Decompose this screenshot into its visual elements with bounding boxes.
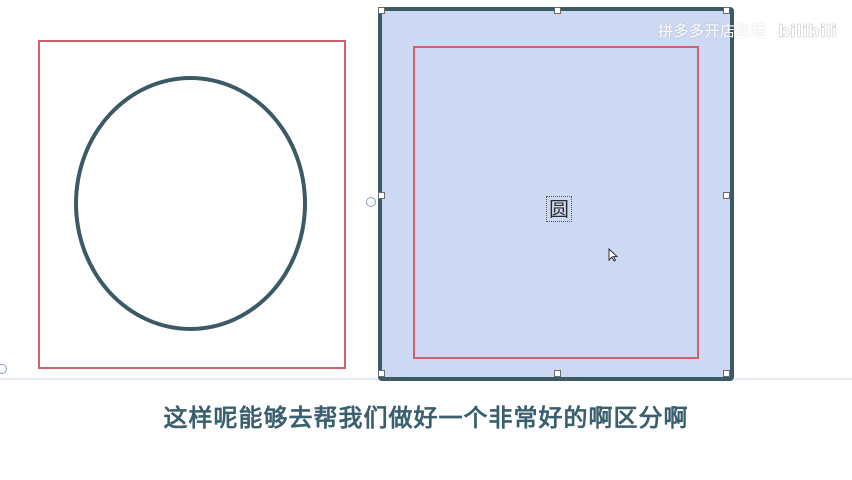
inner-red-frame (413, 46, 699, 359)
logo-text: bilibili (778, 22, 836, 42)
selected-rectangle-shape[interactable]: 圆 (378, 7, 734, 381)
video-subtitle: 这样呢能够去帮我们做好一个非常好的啊区分啊 (163, 404, 689, 432)
resize-handle-bottom[interactable] (554, 370, 561, 377)
resize-handle-top-right[interactable] (723, 7, 730, 14)
circle-shape[interactable] (74, 76, 307, 331)
watermark-text: 拼多多开店教程 (658, 22, 767, 40)
resize-handle-right[interactable] (723, 192, 730, 199)
left-frame-shape[interactable] (38, 40, 346, 369)
resize-handle-bottom-left[interactable] (378, 370, 385, 377)
connector-handle-bottom-left[interactable] (0, 364, 7, 374)
resize-handle-left[interactable] (378, 192, 385, 199)
resize-handle-bottom-right[interactable] (723, 370, 730, 377)
bilibili-logo-icon: bilibili (778, 22, 836, 43)
shape-text-label[interactable]: 圆 (546, 196, 572, 222)
resize-handle-top-left[interactable] (378, 7, 385, 14)
mouse-pointer-icon (608, 248, 618, 262)
resize-handle-top[interactable] (554, 7, 561, 14)
connector-handle[interactable] (366, 197, 376, 207)
